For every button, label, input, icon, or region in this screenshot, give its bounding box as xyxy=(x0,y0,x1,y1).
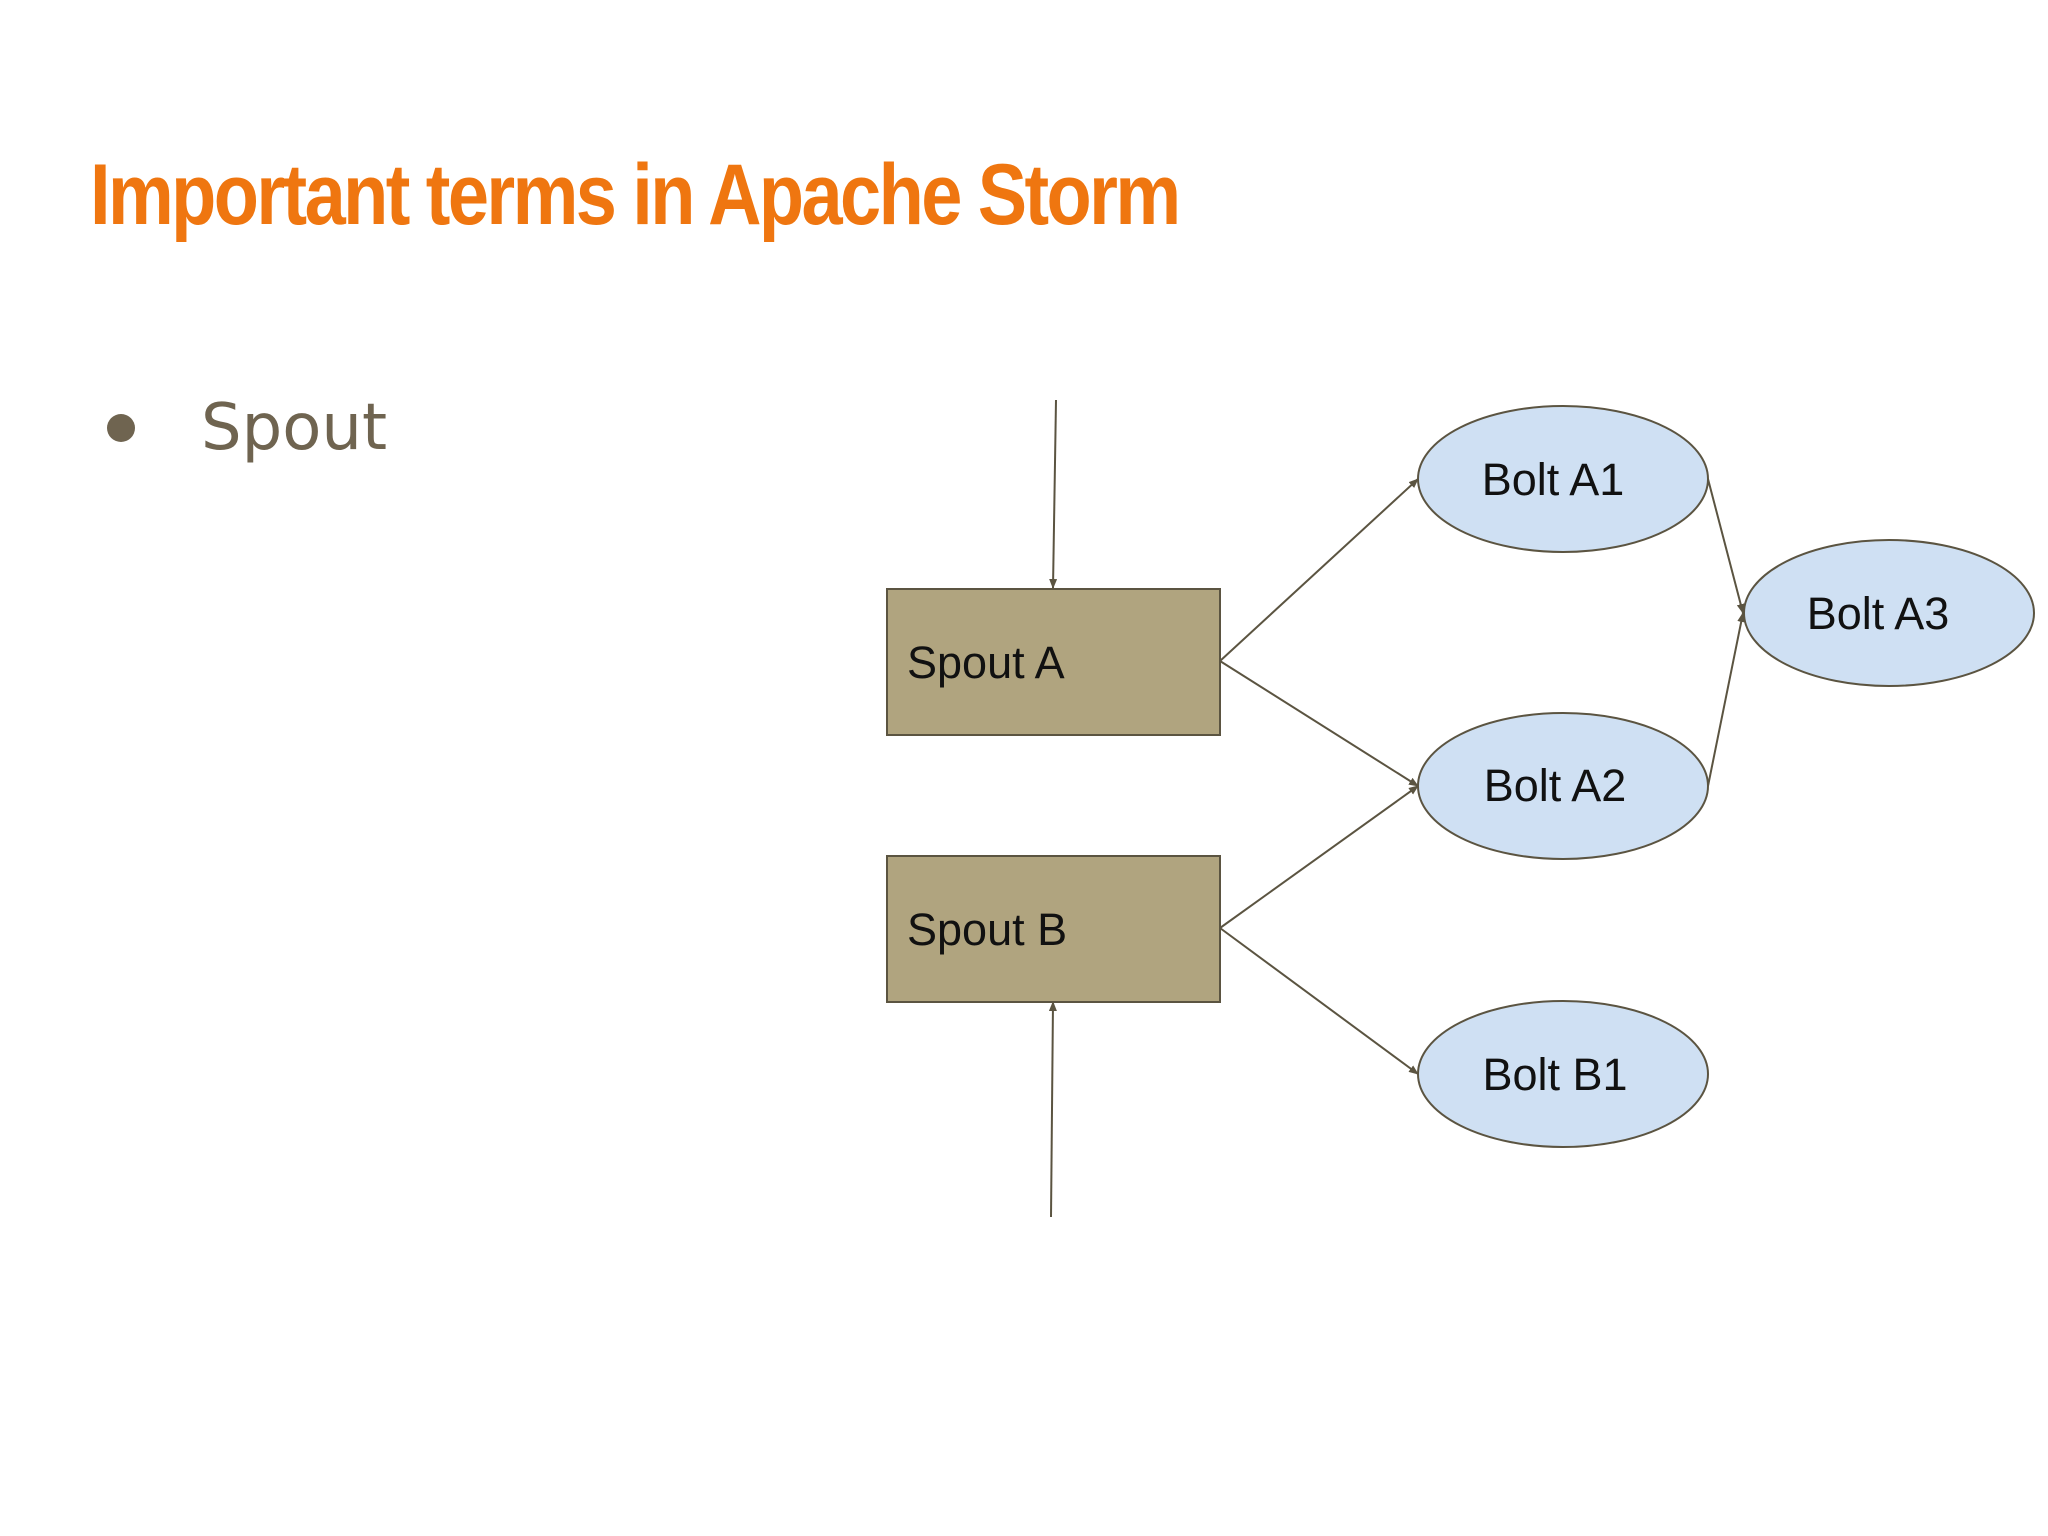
edges-group xyxy=(1048,399,1746,1218)
bolt-ellipse-b1 xyxy=(1417,1000,1709,1148)
bullet-text: Spout xyxy=(201,391,388,465)
edge-bolt-a2-to-bolt-a3 xyxy=(1707,612,1746,787)
edge-spout-b-to-bolt-a2 xyxy=(1219,785,1419,929)
bolt-label-b1: Bolt B1 xyxy=(1482,1049,1627,1100)
edge-input-to-spout-a xyxy=(1049,399,1058,589)
edge-spout-a-to-bolt-a1 xyxy=(1219,478,1419,662)
spout-box-b xyxy=(886,855,1221,1003)
bolt-label-a1: Bolt A1 xyxy=(1482,454,1625,505)
spout-box-a xyxy=(886,588,1221,736)
spout-label-b: Spout B xyxy=(907,904,1067,955)
spout-label-a: Spout A xyxy=(907,637,1065,688)
bolt-label-a3: Bolt A3 xyxy=(1807,588,1950,639)
spout-node-a: Spout A xyxy=(886,588,1221,736)
bullet-list: Spout xyxy=(100,396,387,460)
edge-input-to-spout-b xyxy=(1048,1001,1057,1218)
edge-spout-b-to-bolt-b1 xyxy=(1219,927,1419,1075)
bolt-node-a2: Bolt A2 xyxy=(1417,712,1709,860)
bolt-label-a2: Bolt A2 xyxy=(1484,760,1627,811)
bolt-node-a1: Bolt A1 xyxy=(1417,405,1709,553)
edge-spout-a-to-bolt-a2 xyxy=(1219,660,1419,787)
bolt-ellipse-a3 xyxy=(1743,539,2035,687)
slide-title: Important terms in Apache Storm xyxy=(90,147,1181,243)
bolt-ellipse-a2 xyxy=(1417,712,1709,860)
bullet-item-spout: Spout xyxy=(100,396,387,460)
bolt-node-a3: Bolt A3 xyxy=(1743,539,2035,687)
spout-node-b: Spout B xyxy=(886,855,1221,1003)
bolt-ellipse-a1 xyxy=(1417,405,1709,553)
edge-bolt-a1-to-bolt-a3 xyxy=(1707,478,1745,614)
bullet-dot-icon xyxy=(107,414,135,442)
bolt-node-b1: Bolt B1 xyxy=(1417,1000,1709,1148)
